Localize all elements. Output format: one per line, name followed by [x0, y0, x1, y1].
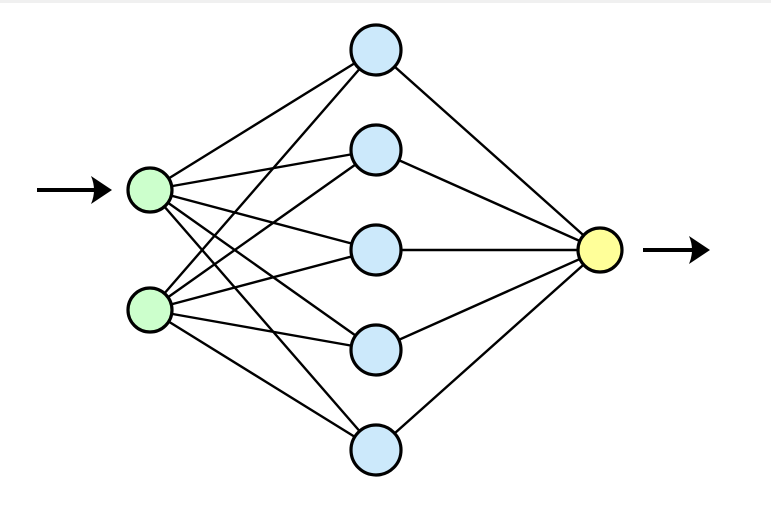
edge-i2-h1 [148, 48, 378, 312]
output-arrow-head [689, 236, 710, 264]
edge-i2-h3 [148, 248, 378, 312]
hidden-node-2[interactable] [349, 123, 403, 177]
edge-i2-h5 [148, 308, 378, 452]
edge-h1-o1 [374, 48, 602, 252]
edge-i2-h4 [148, 308, 378, 352]
edges-group [148, 48, 602, 452]
hidden-layer [349, 23, 403, 477]
edge-i2-h2 [148, 148, 378, 312]
hidden-node-4[interactable] [349, 323, 403, 377]
output-arrow [643, 236, 710, 264]
edge-h5-o1 [374, 248, 602, 452]
input-arrow [37, 176, 112, 204]
input-arrow-head [91, 176, 112, 204]
hidden-node-3[interactable] [349, 223, 403, 277]
io-arrows-group [37, 176, 710, 264]
edge-i1-h3 [148, 188, 378, 252]
hidden-node-1[interactable] [349, 23, 403, 77]
edge-i1-h2 [148, 148, 378, 192]
hidden-node-5[interactable] [349, 423, 403, 477]
edge-i1-h4 [148, 188, 378, 352]
edge-i1-h1 [148, 48, 378, 192]
input-node-2[interactable] [126, 286, 174, 334]
output-layer [576, 226, 624, 274]
input-node-1[interactable] [126, 166, 174, 214]
edge-i1-h5 [148, 188, 378, 452]
edge-h4-o1 [374, 248, 602, 352]
output-node-1[interactable] [576, 226, 624, 274]
input-layer [126, 166, 174, 334]
top-edge-band [0, 0, 771, 3]
nodes-group [126, 23, 624, 477]
edge-h2-o1 [374, 148, 602, 252]
